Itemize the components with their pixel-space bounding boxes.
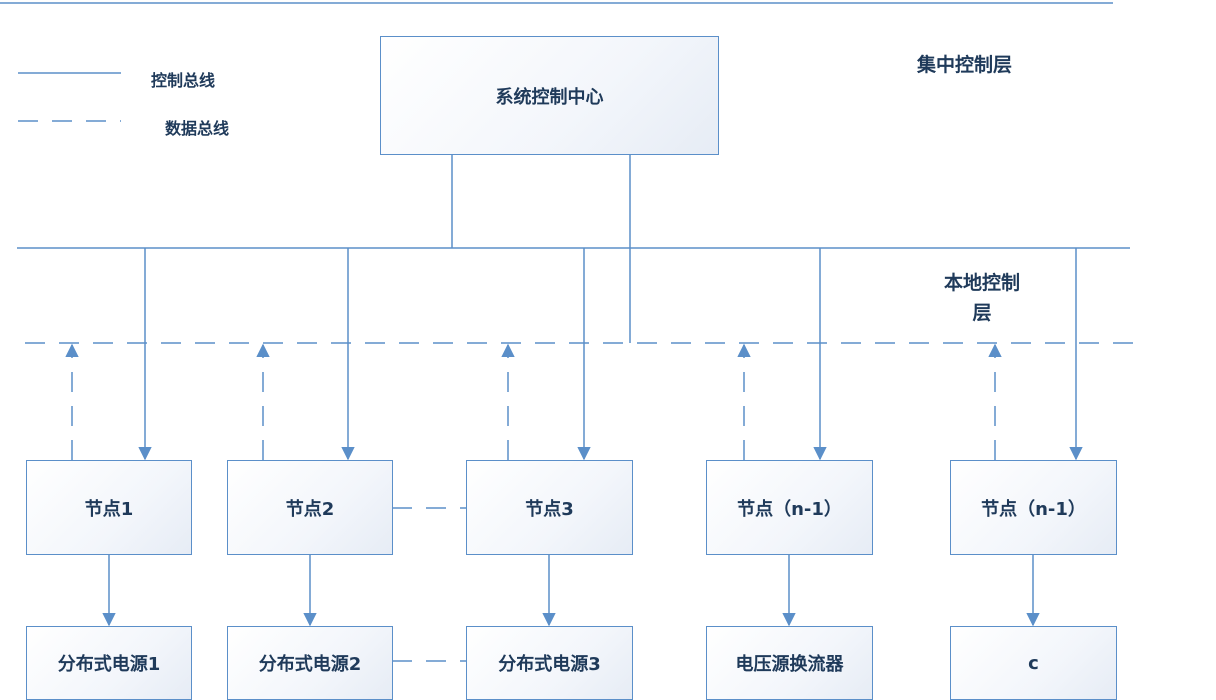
device-label: 电压源换流器 (735, 654, 844, 675)
legend-control-bus-label: 控制总线 (151, 71, 216, 90)
node-box-5[interactable]: 节点（n-1） (950, 460, 1117, 555)
node-label: 节点2 (285, 498, 335, 520)
system-control-center-box[interactable]: 系统控制中心 (380, 36, 719, 155)
device-box-2[interactable]: 分布式电源2 (227, 626, 393, 700)
device-label: 分布式电源1 (57, 654, 161, 675)
system-control-center-label: 系统控制中心 (495, 86, 604, 108)
node-label: 节点（n-1） (981, 498, 1086, 520)
device-label: 分布式电源2 (258, 654, 362, 675)
node-box-4[interactable]: 节点（n-1） (706, 460, 873, 555)
local-control-layer-label-line1: 本地控制 (943, 272, 1020, 294)
device-box-4[interactable]: 电压源换流器 (706, 626, 873, 700)
device-box-5[interactable]: c (950, 626, 1117, 700)
node-label: 节点（n-1） (737, 498, 842, 520)
device-label: c (1028, 652, 1039, 674)
local-control-layer-label: 本地控制 层 (930, 268, 1034, 328)
device-box-3[interactable]: 分布式电源3 (466, 626, 633, 700)
central-control-layer-label: 集中控制层 (917, 54, 1013, 76)
node-label: 节点1 (84, 498, 134, 520)
device-label: 分布式电源3 (498, 654, 601, 675)
local-control-layer-label-line2: 层 (972, 302, 992, 324)
node-box-3[interactable]: 节点3 (466, 460, 633, 555)
node-box-1[interactable]: 节点1 (26, 460, 192, 555)
legend-data-bus-label: 数据总线 (165, 119, 230, 138)
node-label: 节点3 (525, 498, 574, 520)
device-box-1[interactable]: 分布式电源1 (26, 626, 192, 700)
node-box-2[interactable]: 节点2 (227, 460, 393, 555)
